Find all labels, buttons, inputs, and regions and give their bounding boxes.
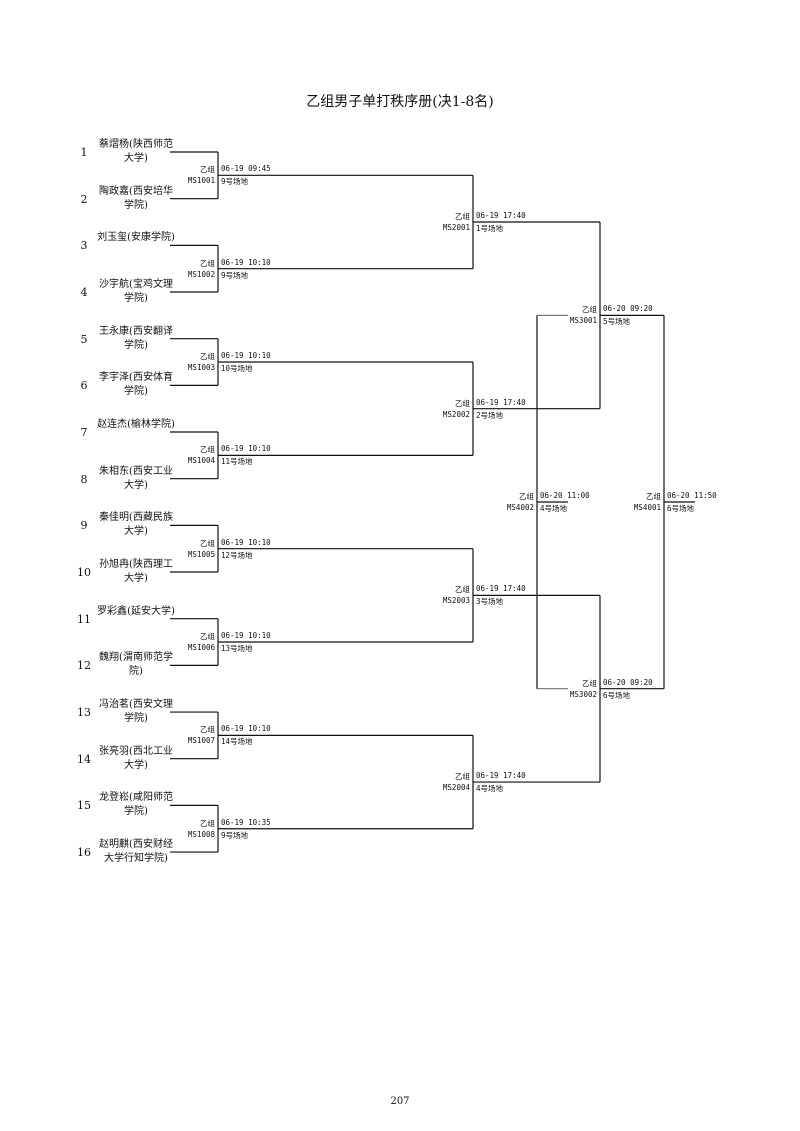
match-venue: 13号场地 bbox=[221, 644, 253, 654]
seed-number: 12 bbox=[77, 659, 91, 673]
seed-number: 3 bbox=[80, 239, 88, 253]
match-venue: 1号场地 bbox=[476, 224, 504, 233]
match-group: 乙组 bbox=[646, 492, 661, 502]
match-code: MS2002 bbox=[442, 409, 470, 419]
match-time: 06-19 17:40 bbox=[476, 211, 526, 220]
match-venue: 2号场地 bbox=[476, 410, 504, 420]
match-time: 06-19 10:10 bbox=[221, 351, 271, 360]
player-name: 刘玉玺(安康学院) bbox=[97, 232, 175, 244]
match-group: 乙组 bbox=[582, 305, 597, 315]
match-time: 06-19 10:10 bbox=[221, 444, 271, 454]
seed-number: 11 bbox=[77, 612, 91, 626]
match-time: 06-20 09:20 bbox=[603, 304, 653, 314]
match-code: MS1002 bbox=[187, 269, 215, 279]
match-group: 乙组 bbox=[200, 258, 215, 268]
player-name: 朱相东(西安工业大学) bbox=[99, 465, 173, 491]
match-time: 06-19 10:35 bbox=[221, 817, 271, 827]
player-name: 沙宇航(宝鸡文理学院) bbox=[99, 279, 173, 304]
match-code: MS1001 bbox=[187, 176, 215, 186]
match-code: MS1008 bbox=[187, 829, 215, 839]
player-name: 王永康(西安翻译学院) bbox=[99, 325, 173, 351]
match-code: MS4001 bbox=[633, 503, 661, 513]
match-group: 乙组 bbox=[519, 492, 534, 502]
player-name: 魏翔(渭南师范学院) bbox=[99, 652, 173, 678]
player-name: 蔡熠杨(陕西师范大学) bbox=[99, 139, 173, 164]
match-time: 06-19 10:10 bbox=[221, 631, 271, 641]
page-title: 乙组男子单打秩序册(决1-8名) bbox=[306, 94, 494, 110]
match-code: MS2003 bbox=[442, 596, 470, 606]
match-venue: 9号场地 bbox=[221, 830, 249, 840]
player-name: 秦佳明(西藏民族大学) bbox=[99, 512, 173, 538]
match-venue: 4号场地 bbox=[476, 784, 504, 794]
match-code: MS2001 bbox=[442, 223, 470, 232]
seed-number: 15 bbox=[77, 799, 91, 813]
seed-number: 2 bbox=[80, 192, 88, 206]
match-venue: 4号场地 bbox=[540, 504, 568, 514]
match-time: 06-20 11:00 bbox=[540, 491, 590, 501]
match-venue: 11号场地 bbox=[221, 457, 253, 467]
match-time: 06-19 17:40 bbox=[476, 584, 526, 594]
match-venue: 9号场地 bbox=[221, 270, 249, 280]
match-time: 06-20 11:50 bbox=[667, 491, 717, 501]
seed-number: 1 bbox=[80, 146, 88, 159]
match-code: MS4002 bbox=[506, 503, 534, 513]
match-venue: 6号场地 bbox=[603, 690, 631, 700]
match-group: 乙组 bbox=[455, 212, 470, 221]
player-name: 孙旭冉(陕西理工大学) bbox=[99, 559, 173, 585]
player-name: 罗彩鑫(延安大学) bbox=[97, 605, 175, 617]
match-code: MS1007 bbox=[187, 736, 215, 746]
match-venue: 3号场地 bbox=[476, 597, 504, 607]
seed-number: 16 bbox=[77, 846, 91, 860]
match-venue: 14号场地 bbox=[221, 737, 253, 747]
match-time: 06-20 09:20 bbox=[603, 677, 653, 687]
match-group: 乙组 bbox=[200, 352, 215, 361]
match-code: MS3001 bbox=[569, 316, 597, 326]
seed-number: 9 bbox=[80, 519, 88, 533]
player-name: 张亮羽(西北工业大学) bbox=[99, 745, 173, 771]
player-name: 冯治茗(西安文理学院) bbox=[99, 699, 173, 725]
seed-number: 10 bbox=[77, 566, 91, 580]
match-group: 乙组 bbox=[200, 725, 215, 735]
seed-number: 5 bbox=[80, 332, 88, 346]
match-venue: 9号场地 bbox=[221, 177, 249, 187]
player-name: 李宇泽(西安体育学院) bbox=[99, 372, 173, 398]
match-venue: 6号场地 bbox=[667, 504, 695, 514]
match-code: MS1004 bbox=[187, 456, 215, 466]
match-venue: 12号场地 bbox=[221, 550, 253, 560]
page-number: 207 bbox=[390, 1096, 410, 1107]
match-time: 06-19 09:45 bbox=[221, 164, 271, 174]
match-code: MS1006 bbox=[187, 643, 215, 653]
seed-number: 8 bbox=[80, 472, 88, 486]
seed-number: 4 bbox=[80, 286, 88, 299]
seed-number: 13 bbox=[77, 706, 91, 720]
player-name: 赵连杰(榆林学院) bbox=[97, 419, 175, 431]
match-time: 06-19 17:40 bbox=[476, 771, 526, 781]
match-group: 乙组 bbox=[200, 538, 215, 548]
match-code: MS1005 bbox=[187, 549, 215, 559]
match-time: 06-19 10:10 bbox=[221, 257, 271, 267]
player-name: 龙登崧(咸阳师范学院) bbox=[99, 792, 173, 818]
match-time: 06-19 10:10 bbox=[221, 724, 271, 734]
match-group: 乙组 bbox=[200, 165, 215, 175]
seed-number: 14 bbox=[77, 752, 91, 766]
player-name: 赵明麒(西安财经大学行知学院) bbox=[99, 839, 173, 865]
match-group: 乙组 bbox=[200, 632, 215, 642]
match-time: 06-19 17:40 bbox=[476, 397, 526, 407]
match-time: 06-19 10:10 bbox=[221, 537, 271, 547]
match-group: 乙组 bbox=[200, 445, 215, 455]
match-code: MS1003 bbox=[187, 363, 215, 372]
match-group: 乙组 bbox=[455, 398, 470, 408]
match-code: MS3002 bbox=[569, 689, 597, 699]
match-group: 乙组 bbox=[582, 678, 597, 688]
seed-number: 7 bbox=[80, 426, 88, 440]
player-name: 陶政嘉(西安培华学院) bbox=[99, 185, 173, 211]
match-venue: 5号场地 bbox=[603, 317, 631, 327]
match-group: 乙组 bbox=[200, 818, 215, 828]
match-group: 乙组 bbox=[455, 772, 470, 782]
match-code: MS2004 bbox=[442, 783, 470, 793]
match-venue: 10号场地 bbox=[221, 364, 253, 373]
seed-number: 6 bbox=[80, 379, 88, 393]
match-group: 乙组 bbox=[455, 585, 470, 595]
